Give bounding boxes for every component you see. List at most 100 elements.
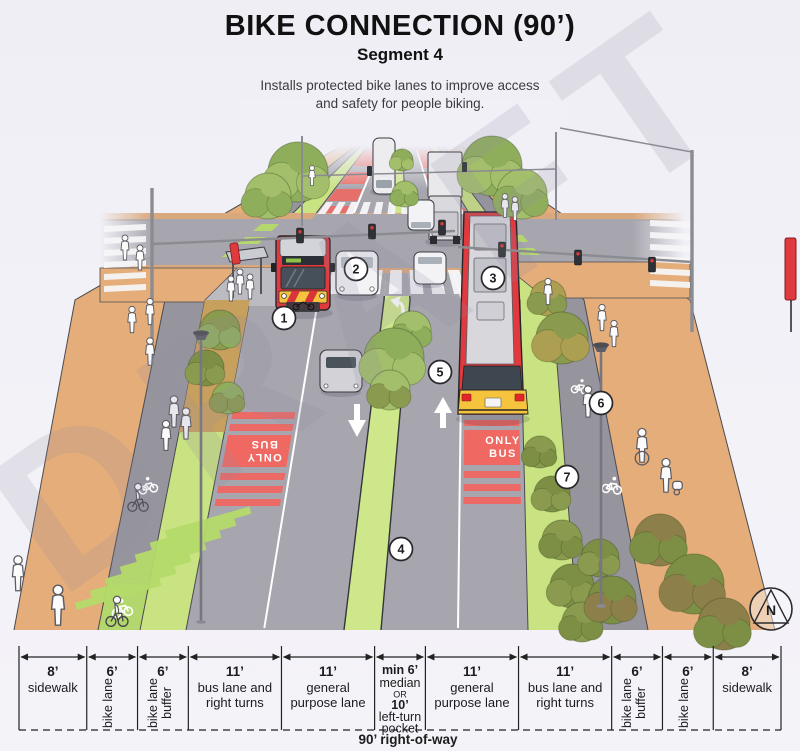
svg-text:BUS: BUS — [489, 448, 517, 460]
bus-stop-sign-right-edge — [784, 237, 797, 332]
page-description: Installs protected bike lanes to improve… — [0, 77, 800, 113]
bush — [196, 309, 242, 351]
svg-text:min 6’: min 6’ — [382, 663, 418, 677]
left-bus-lane — [186, 140, 384, 630]
callout-7: 7 — [554, 464, 580, 490]
diagram-header: BIKE CONNECTION (90’) Segment 4 Installs… — [0, 10, 800, 113]
right-sidewalk — [438, 140, 775, 630]
svg-text:10’: 10’ — [391, 698, 408, 712]
svg-text:6’: 6’ — [157, 664, 168, 679]
svg-text:6’: 6’ — [631, 664, 642, 679]
svg-text:7: 7 — [564, 470, 571, 484]
svg-text:2: 2 — [353, 262, 360, 276]
bush — [693, 597, 752, 651]
svg-text:general: general — [450, 680, 493, 695]
streetlight — [193, 330, 209, 624]
svg-text:11’: 11’ — [463, 664, 481, 679]
signal-mast-far — [301, 132, 557, 226]
signal-mast-right — [457, 127, 694, 332]
bush — [389, 180, 420, 208]
scale-segment-bike-lane: 6’bike lane — [663, 653, 712, 728]
bush — [629, 513, 688, 567]
svg-text:8’: 8’ — [47, 664, 58, 679]
callout-5: 5 — [427, 359, 453, 385]
svg-text:bus lane and: bus lane and — [198, 680, 272, 695]
compass-north-label: N — [766, 602, 776, 618]
left-bike-buffer — [140, 140, 372, 630]
svg-text:buffer: buffer — [634, 687, 648, 719]
right-bike-lane — [432, 140, 648, 630]
bush — [240, 172, 293, 220]
svg-text:4: 4 — [398, 542, 405, 556]
bush — [658, 553, 726, 615]
svg-text:6: 6 — [598, 396, 605, 410]
left-sidewalk — [14, 140, 362, 630]
svg-text:right turns: right turns — [206, 695, 264, 710]
callout-2: 2 — [343, 256, 369, 282]
pedestrians-and-cyclists — [11, 165, 683, 627]
bush — [208, 381, 246, 415]
bush — [577, 538, 621, 578]
svg-text:3: 3 — [490, 271, 497, 285]
bush — [388, 148, 414, 172]
description-line-1: Installs protected bike lanes to improve… — [260, 78, 540, 93]
svg-text:OR: OR — [393, 690, 407, 700]
car-away-2 — [413, 251, 447, 285]
svg-text:BUS: BUS — [250, 438, 278, 450]
person-with-stroller — [659, 457, 683, 496]
numbered-callouts: 1 2 3 4 5 6 7 — [271, 256, 614, 562]
callout-4: 4 — [388, 536, 414, 562]
signal-mast-left — [150, 188, 456, 366]
poles-and-signals — [150, 127, 694, 624]
callout-6: 6 — [588, 390, 614, 416]
svg-text:left-turn: left-turn — [379, 710, 421, 724]
svg-text:bike lane: bike lane — [677, 678, 691, 728]
callout-1: 1 — [271, 305, 297, 331]
bush — [520, 435, 558, 469]
svg-text:pocket: pocket — [382, 722, 419, 736]
bus-front-left — [271, 235, 335, 312]
svg-text:buffer: buffer — [160, 687, 174, 719]
scale-segment-sidewalk: 8’sidewalk — [714, 653, 780, 695]
gray-car — [319, 349, 363, 393]
svg-text:bike lane: bike lane — [101, 678, 115, 728]
pavement-arrows — [348, 296, 452, 437]
bush — [184, 349, 226, 387]
callout-3: 3 — [480, 265, 506, 291]
right-of-way-total-label: 90’ right-of-way — [358, 732, 458, 747]
svg-text:sidewalk: sidewalk — [722, 680, 772, 695]
svg-text:6’: 6’ — [107, 664, 118, 679]
svg-text:purpose lane: purpose lane — [434, 695, 509, 710]
svg-text:general: general — [306, 680, 349, 695]
page-title: BIKE CONNECTION (90’) — [224, 10, 576, 42]
side-crosswalk-right — [650, 220, 690, 288]
description-line-2: and safety for people biking. — [315, 96, 485, 111]
svg-text:8’: 8’ — [742, 664, 753, 679]
scale-segment-bike-lane: 6’bike lane — [88, 653, 137, 728]
scale-segment-sidewalk: 8’sidewalk — [20, 653, 86, 695]
svg-text:bus lane and: bus lane and — [528, 680, 602, 695]
svg-text:purpose lane: purpose lane — [290, 695, 365, 710]
svg-text:ONLY: ONLY — [246, 451, 282, 463]
svg-text:right turns: right turns — [536, 695, 594, 710]
svg-text:sidewalk: sidewalk — [28, 680, 78, 695]
north-compass: N — [749, 587, 793, 631]
svg-text:11’: 11’ — [556, 664, 574, 679]
svg-text:5: 5 — [437, 365, 444, 379]
svg-text:11’: 11’ — [226, 664, 244, 679]
trees-and-planting — [179, 135, 752, 651]
svg-text:11’: 11’ — [319, 664, 337, 679]
bush — [366, 369, 412, 411]
svg-text:bike lane: bike lane — [620, 678, 634, 728]
car-away — [407, 199, 435, 231]
